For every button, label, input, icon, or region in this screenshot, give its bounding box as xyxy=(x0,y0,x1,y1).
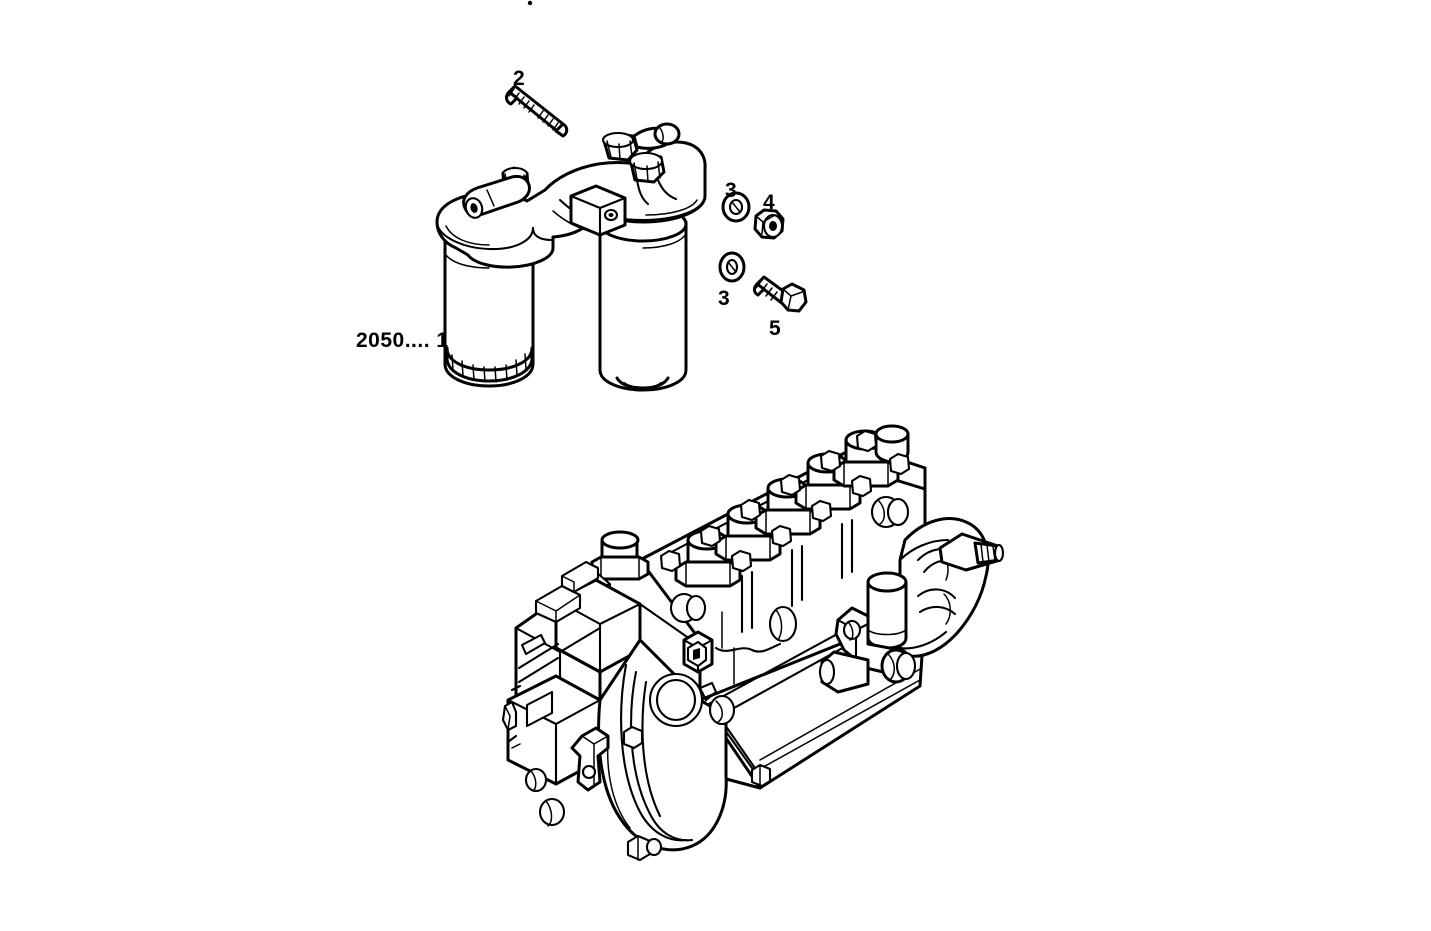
delivery-valve-holder-4 xyxy=(794,452,862,511)
delivery-valve-retaining-nuts xyxy=(659,429,878,573)
delivery-valve-holder-1 xyxy=(674,529,742,588)
callout-label-4: 4 xyxy=(763,191,775,214)
fuel-inlet-fitting xyxy=(818,571,917,694)
pump-end-cover xyxy=(506,734,521,762)
pump-side-control-boss xyxy=(682,630,714,674)
pump-side-inspection-ports xyxy=(721,518,854,685)
pump-drive-shaft xyxy=(938,532,1005,572)
washer-lower-part-3 xyxy=(718,251,746,283)
pump-lower-front-bolt xyxy=(750,763,772,788)
washer-upper-part-3 xyxy=(721,191,751,223)
callout-label-5: 5 xyxy=(769,317,781,340)
hex-bolt-part-5 xyxy=(753,275,808,313)
feed-pump-housing xyxy=(524,638,736,862)
delivery-valve-side-nuts xyxy=(730,452,911,573)
filter-head-inlet-boss xyxy=(462,174,531,219)
callout-label-filter-assembly: 2050.... 1 xyxy=(356,329,449,352)
injection-pump-assembly xyxy=(501,424,1005,862)
callout-label-3-upper: 3 xyxy=(725,179,737,202)
filter-head-banjo-fittings xyxy=(601,122,681,206)
registration-dot xyxy=(527,0,533,6)
fuel-filter-assembly-part-1 xyxy=(435,122,707,392)
pump-body-bosses xyxy=(669,495,910,624)
delivery-valve-holders xyxy=(659,424,911,588)
stud-bolt-part-2 xyxy=(505,84,569,138)
callout-label-3-lower: 3 xyxy=(718,287,730,310)
callout-label-2: 2 xyxy=(513,67,525,90)
hex-nut-part-4 xyxy=(753,208,785,240)
